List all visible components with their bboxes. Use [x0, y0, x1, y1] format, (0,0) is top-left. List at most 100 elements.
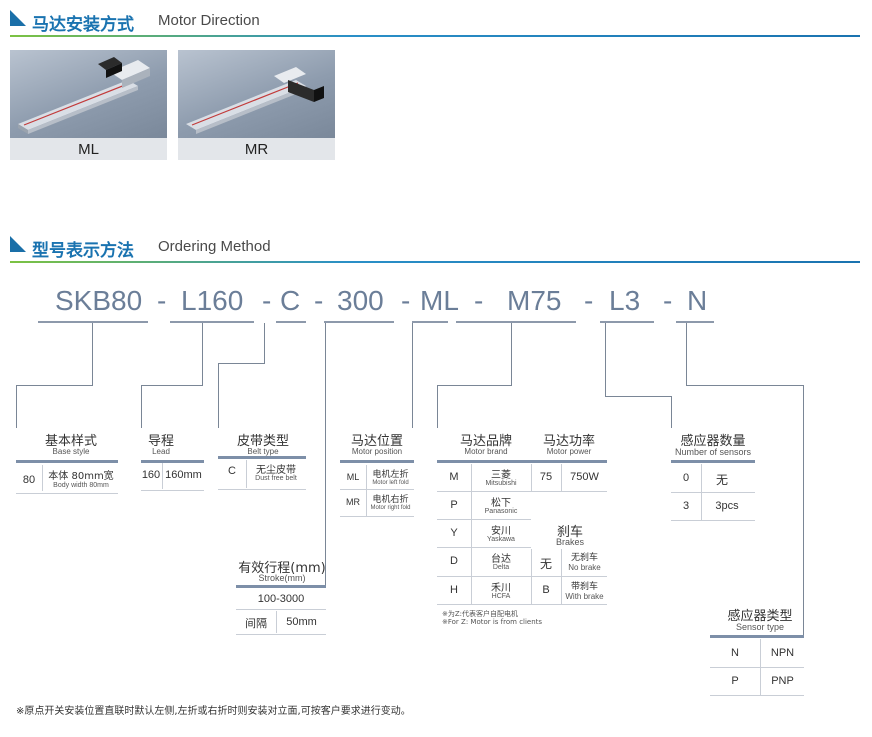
brand-code-p: P [450, 499, 458, 511]
mr-label: MR [244, 141, 269, 158]
table-header-bar [340, 460, 414, 463]
brake-code-none: 无 [539, 557, 552, 571]
motor-direction-header: 马达安装方式 Motor Direction [10, 10, 860, 37]
table-row-line [437, 547, 531, 548]
belt-code: C [228, 465, 236, 477]
belt-title-en: Belt type [247, 447, 279, 456]
connector-line [92, 323, 93, 385]
table-row-line [437, 519, 531, 520]
table-row-line [437, 576, 607, 577]
stroke-interval-label: 间隔 [245, 617, 267, 630]
sensors-count-title-zh: 感应器数量 [680, 434, 746, 449]
connector-line [218, 363, 265, 364]
sensors-value-0: 无 [715, 473, 728, 487]
code-underline [324, 321, 394, 323]
table-separator [531, 464, 532, 491]
belt-title-zh: 皮带类型 [236, 434, 289, 449]
table-separator [276, 611, 277, 633]
table-row-line [710, 667, 804, 668]
code-dash: - [663, 285, 673, 316]
lead-title-en: Lead [152, 447, 170, 456]
base-style-title-en: Base style [52, 447, 90, 456]
motor-brand-title-en: Motor brand [464, 447, 508, 456]
code-underline [676, 321, 714, 323]
belt-desc-zh: 无尘皮带 [256, 465, 296, 476]
connector-line [16, 385, 93, 386]
connector-line [686, 323, 687, 385]
motor-note-en: ※For Z: Motor is from clients [442, 618, 543, 626]
motor-position-desc-en-mr: Motor right fold [370, 505, 411, 511]
motor-power-title-zh: 马达功率 [542, 434, 595, 449]
brand-name-en-h: HCFA [491, 593, 511, 600]
base-desc-en: Body width 80mm [53, 482, 109, 489]
brand-code-d: D [450, 555, 458, 567]
table-separator [366, 465, 367, 517]
code-underline [412, 321, 448, 323]
code-lead: L160 [181, 285, 244, 316]
sensor-type-title-zh: 感应器类型 [727, 609, 793, 624]
stroke-title-zh: 有效行程(mm) [238, 561, 326, 576]
sensor-type-code-p: P [731, 675, 739, 687]
ml-module-image [10, 50, 167, 138]
base-style-title-zh: 基本样式 [44, 434, 97, 449]
table-separator [162, 463, 163, 489]
table-row-line [236, 609, 326, 610]
table-row-line [141, 490, 204, 491]
code-underline [276, 321, 306, 323]
table-header-bar [437, 460, 607, 463]
table-separator [561, 549, 562, 604]
stroke-interval-value: 50mm [286, 616, 317, 628]
code-stroke: 300 [337, 285, 384, 316]
brakes-title-en: Brakes [555, 537, 584, 547]
brand-code-h: H [450, 584, 458, 596]
brake-desc-en-none: No brake [568, 563, 601, 572]
sensor-type-code-n: N [731, 647, 739, 659]
connector-line [437, 385, 512, 386]
code-underline [170, 321, 254, 323]
connector-line [325, 323, 326, 586]
ordering-method-title-zh: 型号表示方法 [32, 241, 134, 261]
table-row-line [437, 604, 607, 605]
linear-module-ml-icon [18, 57, 150, 134]
connector-line [605, 323, 606, 396]
brand-name-en-p: Panasonic [484, 508, 518, 515]
motor-direction-title-en: Motor Direction [158, 12, 260, 29]
code-belt: C [280, 285, 301, 316]
code-motor: M75 [507, 285, 562, 316]
section-divider [10, 261, 860, 263]
brakes-title-zh: 刹车 [556, 525, 583, 540]
motor-option-mr: MR [178, 50, 335, 160]
brand-name-en-d: Delta [492, 564, 510, 571]
code-underline [600, 321, 654, 323]
motor-brand-title-zh: 马达品牌 [459, 434, 512, 449]
brand-name-zh-h: 禾川 [491, 583, 511, 594]
sensor-type-value-pnp: PNP [771, 675, 794, 687]
connector-line [202, 323, 203, 385]
motor-power-title-en: Motor power [546, 447, 592, 456]
motor-position-title-en: Motor position [351, 447, 403, 456]
ml-label: ML [78, 141, 99, 158]
motor-power-code: 75 [539, 471, 553, 483]
code-underline [456, 321, 576, 323]
table-row-line [710, 695, 804, 696]
stroke-title-en: Stroke(mm) [258, 573, 306, 583]
linear-module-mr-icon [186, 67, 324, 134]
connector-line [141, 385, 142, 428]
lead-desc: 160mm [165, 469, 202, 481]
connector-line [141, 385, 203, 386]
connector-line [16, 385, 17, 428]
table-separator [42, 465, 43, 491]
sensor-type-value-npn: NPN [770, 647, 795, 659]
sensors-code-0: 0 [682, 472, 690, 484]
code-dash: - [584, 285, 594, 316]
stroke-range: 100-3000 [257, 593, 305, 605]
connector-line [686, 385, 803, 386]
code-dash: - [474, 285, 484, 316]
brand-name-zh-y: 安川 [491, 526, 511, 537]
brake-desc-zh-none: 无刹车 [570, 553, 598, 563]
motor-position-title-zh: 马达位置 [350, 434, 403, 449]
connector-line [605, 396, 671, 397]
table-row-line [437, 491, 607, 492]
motor-position-code-mr: MR [346, 497, 360, 507]
table-row-line [671, 492, 755, 493]
